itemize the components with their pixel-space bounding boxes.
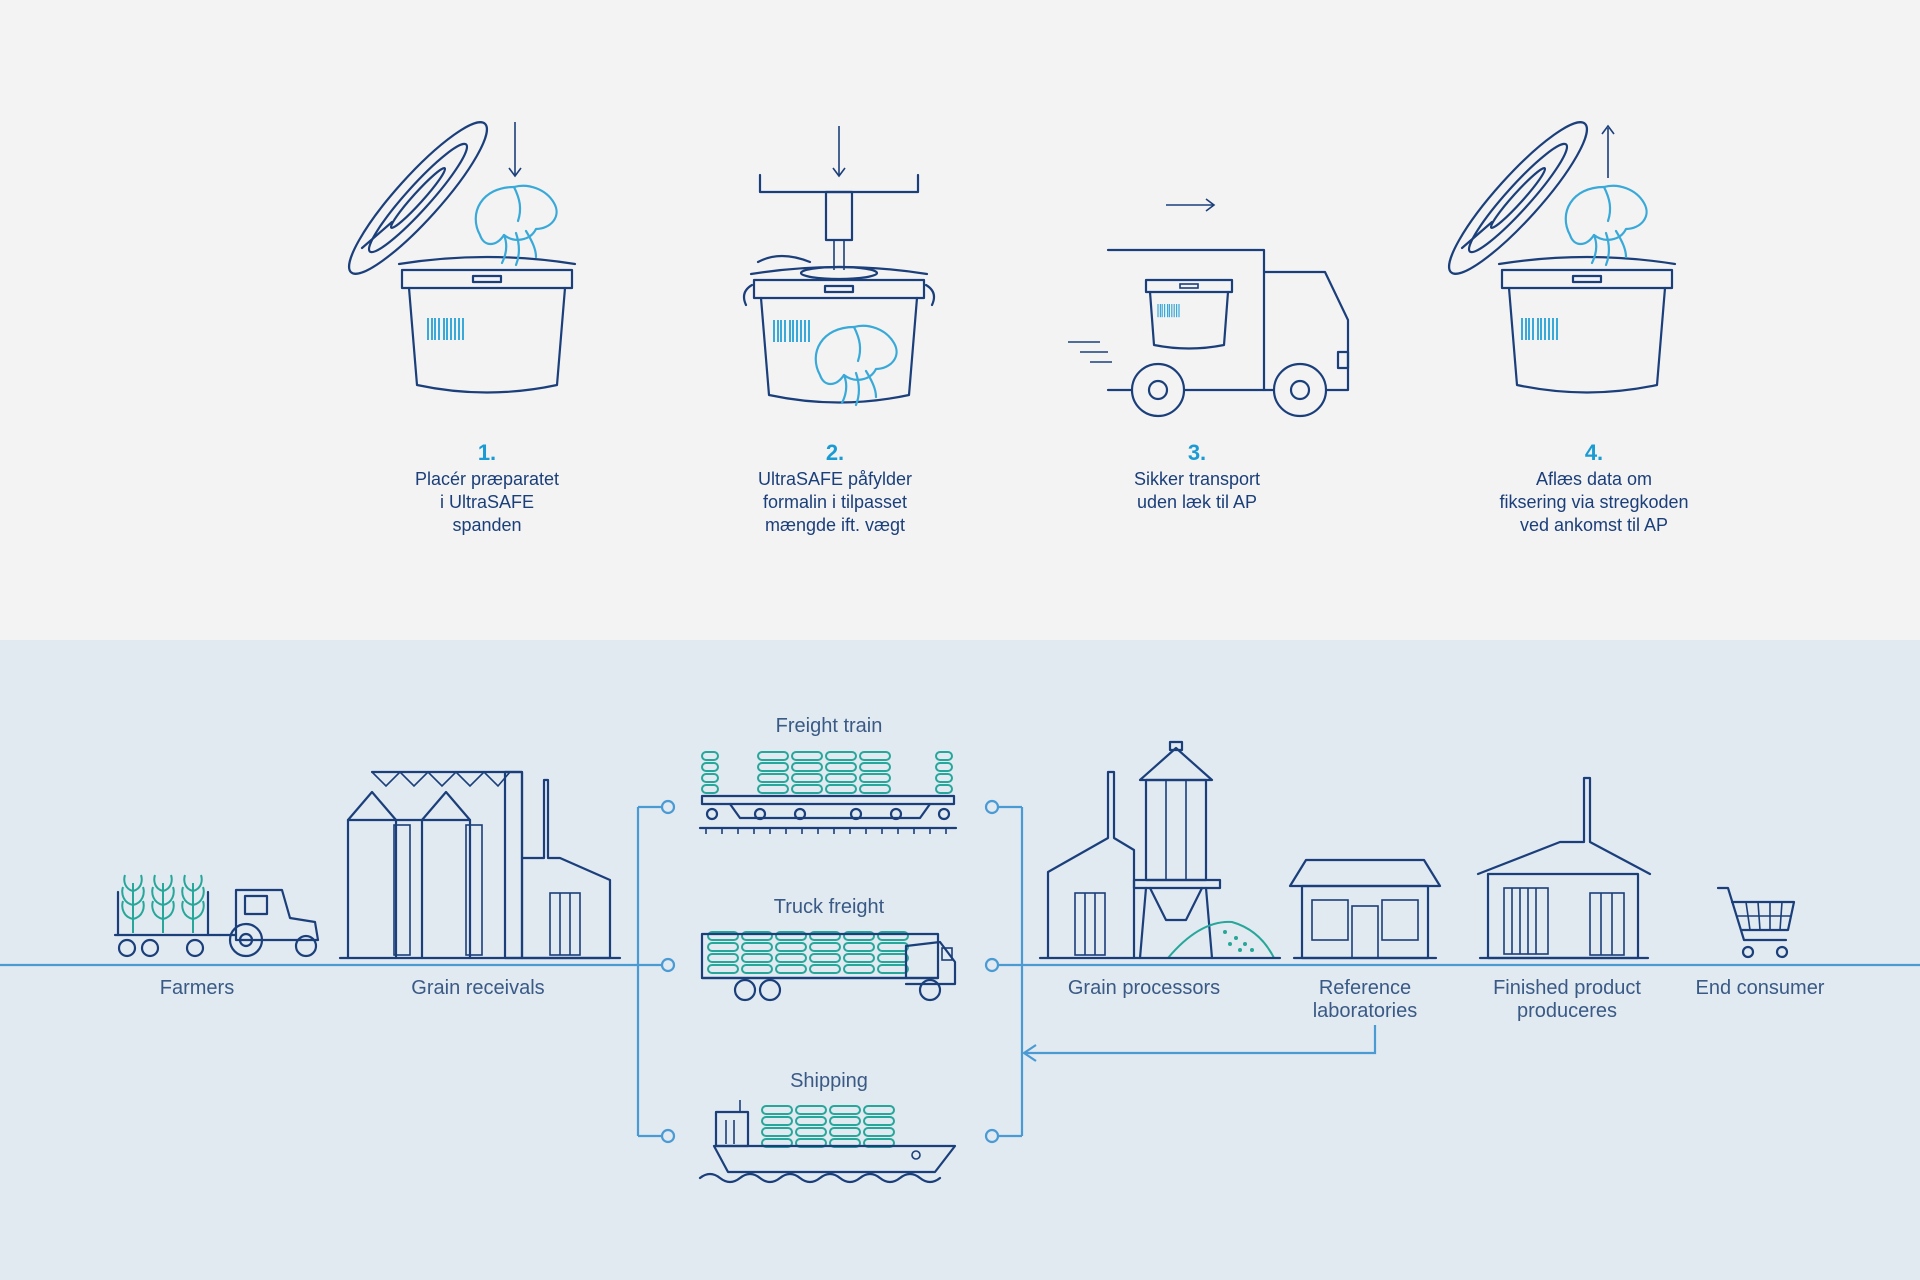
- cargo-ship-icon: [698, 1100, 957, 1184]
- step-3-number: 3.: [1187, 440, 1207, 465]
- grain-receivals-icon: [338, 770, 622, 960]
- reference-laboratories-label: Reference laboratories: [1245, 977, 1485, 1023]
- step-2-line-1: UltraSAFE påfylder: [757, 469, 913, 489]
- step4-bucket-icon: [1433, 107, 1677, 394]
- freight-train-label: Freight train: [775, 715, 883, 737]
- finished-product-label: Finished product produceres: [1447, 977, 1687, 1023]
- factory-icon: [1476, 776, 1652, 960]
- step-1-caption: 1. Placér præparatet i UltraSAFE spanden: [357, 440, 617, 537]
- grain-receivals-label: Grain receivals: [411, 977, 545, 999]
- reference-laboratories-line-2: laboratories: [1312, 1000, 1418, 1022]
- truck-freight-label: Truck freight: [773, 896, 885, 918]
- step-1-line-1: Placér præparatet: [414, 469, 560, 489]
- step1-bucket-icon: [333, 107, 577, 394]
- shipping-label: Shipping: [790, 1070, 868, 1092]
- step-4-line-1: Aflæs data om: [1535, 469, 1653, 489]
- step-3-caption: 3. Sikker transport uden læk til AP: [1067, 440, 1327, 514]
- grain-processors-label: Grain processors: [1067, 977, 1221, 999]
- step-1-number: 1.: [477, 440, 497, 465]
- farmers-icon: [113, 874, 320, 958]
- supply-chain-flow: [0, 799, 1920, 1144]
- step-4-line-3: ved ankomst til AP: [1519, 515, 1669, 535]
- step-4-number: 4.: [1584, 440, 1604, 465]
- step-1-line-2: i UltraSAFE: [439, 492, 535, 512]
- supply-chain-panel: [0, 640, 1920, 1280]
- farmers-label: Farmers: [159, 977, 235, 999]
- truck-freight-icon: [700, 931, 957, 1002]
- step2-bucket-icon: [742, 126, 936, 407]
- freight-train-icon: [698, 751, 958, 834]
- finished-product-line-2: produceres: [1516, 1000, 1618, 1022]
- step-3-line-2: uden læk til AP: [1136, 492, 1258, 512]
- step-2-number: 2.: [825, 440, 845, 465]
- step3-truck-icon: [1068, 198, 1350, 418]
- step-2-line-3: mængde ift. vægt: [764, 515, 906, 535]
- shopping-cart-icon: [1716, 886, 1796, 959]
- step-4-caption: 4. Aflæs data om fiksering via stregkode…: [1464, 440, 1724, 537]
- step-1-line-3: spanden: [452, 515, 522, 535]
- end-consumer-label: End consumer: [1695, 977, 1825, 999]
- reference-laboratories-line-1: Reference: [1318, 977, 1412, 999]
- step-2-line-2: formalin i tilpasset: [762, 492, 908, 512]
- step-4-line-2: fiksering via stregkoden: [1499, 492, 1689, 512]
- grain-processor-icon: [1038, 740, 1282, 960]
- finished-product-line-1: Finished product: [1493, 977, 1641, 999]
- step-2-caption: 2. UltraSAFE påfylder formalin i tilpass…: [705, 440, 965, 537]
- step-3-line-1: Sikker transport: [1133, 469, 1261, 489]
- ultrasafe-steps-panel: [0, 0, 1920, 640]
- laboratory-icon: [1288, 858, 1442, 960]
